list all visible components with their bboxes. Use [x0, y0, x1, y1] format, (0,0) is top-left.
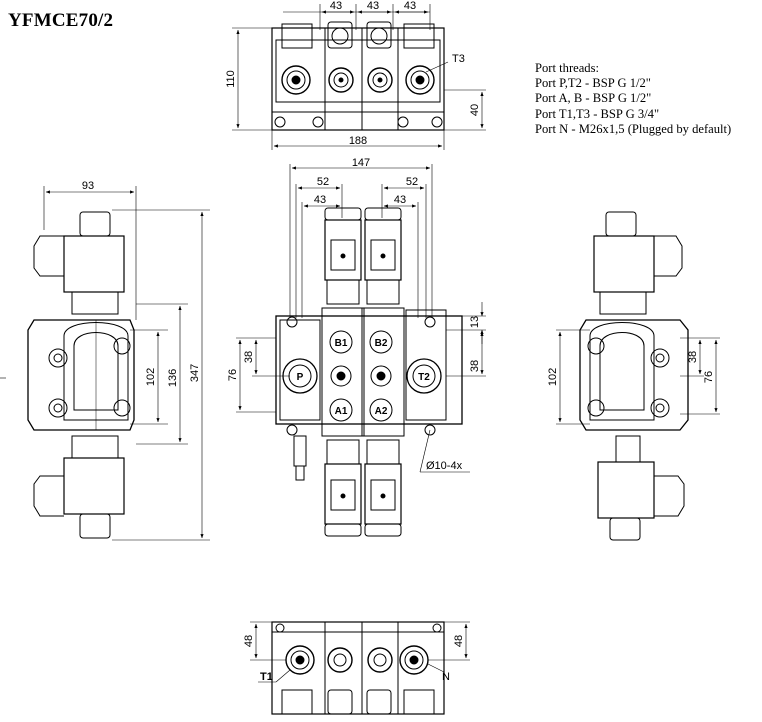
dim-label: 48 [243, 635, 255, 647]
dim-label: 102 [145, 368, 157, 386]
dim-label: 52 [317, 176, 329, 188]
dim-label: 13 [469, 316, 481, 328]
dim-label: 147 [352, 157, 370, 169]
dim-label: 102 [547, 368, 559, 386]
port-label: T2 [418, 372, 430, 383]
dim-label: 43 [330, 0, 342, 12]
top-view [232, 4, 486, 150]
dim-label: 110 [225, 70, 237, 88]
right-side-view [556, 211, 720, 541]
dim-label: 76 [227, 369, 239, 381]
bottom-view [250, 621, 470, 715]
diagram-title: YFMCE70/2 [8, 10, 114, 31]
dim-label: 38 [243, 351, 255, 363]
port-label: N [442, 671, 450, 683]
port-label: P [297, 372, 304, 383]
dim-label: 188 [349, 135, 367, 147]
port-label: T1 [260, 671, 273, 683]
port-label: A1 [335, 406, 348, 417]
dim-label: 76 [703, 371, 715, 383]
dim-label: 43 [404, 0, 416, 12]
port-label: B2 [375, 338, 388, 349]
dim-label: 43 [394, 194, 406, 206]
dim-label: 136 [167, 369, 179, 387]
port-threads-notes: Port threads: Port P,T2 - BSP G 1/2" Por… [535, 61, 731, 137]
port-note-line: Port threads: [535, 61, 600, 75]
port-note-line: Port T1,T3 - BSP G 3/4" [535, 106, 660, 121]
dim-label: 48 [453, 635, 465, 647]
port-note-line: Port P,T2 - BSP G 1/2" [535, 76, 651, 91]
dim-label: 52 [406, 176, 418, 188]
port-label: T3 [452, 53, 465, 65]
hole-note: Ø10-4x [426, 460, 463, 472]
dim-label: 40 [469, 104, 481, 116]
dim-label: 43 [367, 0, 379, 12]
front-view [236, 164, 486, 537]
port-note-line: Port N - M26x1,5 (Plugged by default) [535, 121, 732, 136]
dim-label: 38 [687, 351, 699, 363]
port-note-line: Port A, B - BSP G 1/2" [535, 91, 652, 106]
port-label: B1 [335, 338, 348, 349]
dim-label: 347 [189, 364, 201, 382]
port-label: A2 [375, 406, 388, 417]
left-side-view [0, 186, 210, 541]
dim-label: 38 [469, 360, 481, 372]
dim-label: 43 [314, 194, 326, 206]
dim-label: 93 [82, 180, 94, 192]
